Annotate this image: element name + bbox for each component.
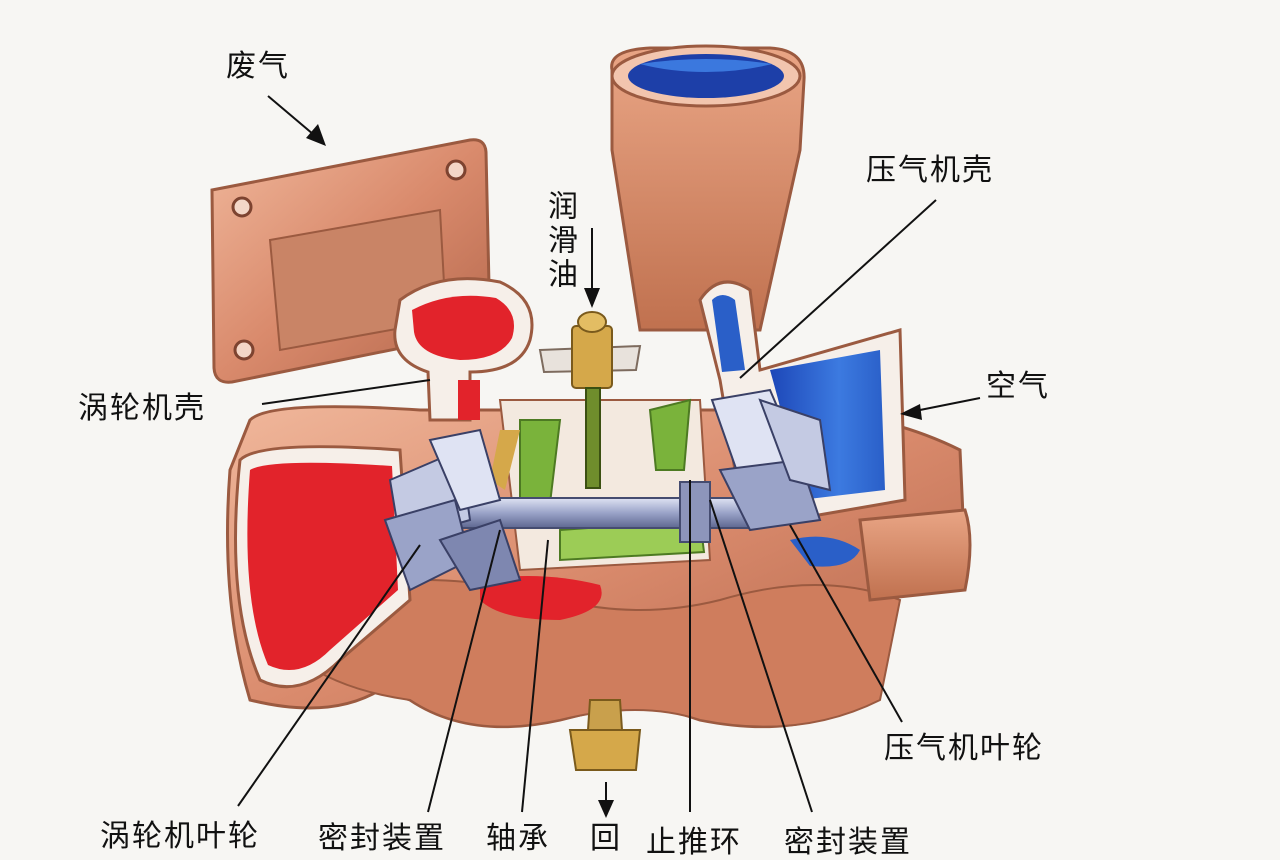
label-turbine-wheel: 涡轮机叶轮 [100,819,260,854]
label-seal-right: 密封装置 [784,825,912,860]
compressor-inlet-pipe [610,44,806,332]
leader-lines [237,95,981,813]
turbine-wheel-shape [383,428,522,592]
arrowheads [306,124,922,818]
return-arrow-icon [598,800,614,818]
label-turbine-housing: 涡轮机壳 [78,391,206,426]
oil-drain-fitting [568,699,642,771]
compressor-wheel-shape [710,388,832,532]
air-arrow-icon [900,404,922,420]
label-compressor-housing: 压气机壳 [866,153,994,188]
label-air: 空气 [986,369,1050,404]
label-lube-oil: 润滑油 [542,190,577,292]
label-seal-left: 密封装置 [318,821,446,856]
label-bearing: 轴承 [486,821,550,856]
oil-arrow-icon [584,288,600,308]
oil-inlet-fitting [538,311,642,489]
label-thrust-ring: 止推环 [646,825,742,860]
label-exhaust: 废气 [226,49,290,84]
exhaust-arrow-icon [306,124,326,146]
label-return: 回 [590,821,622,856]
label-compressor-wheel: 压气机叶轮 [884,731,1044,766]
turbine-volute [234,277,602,689]
